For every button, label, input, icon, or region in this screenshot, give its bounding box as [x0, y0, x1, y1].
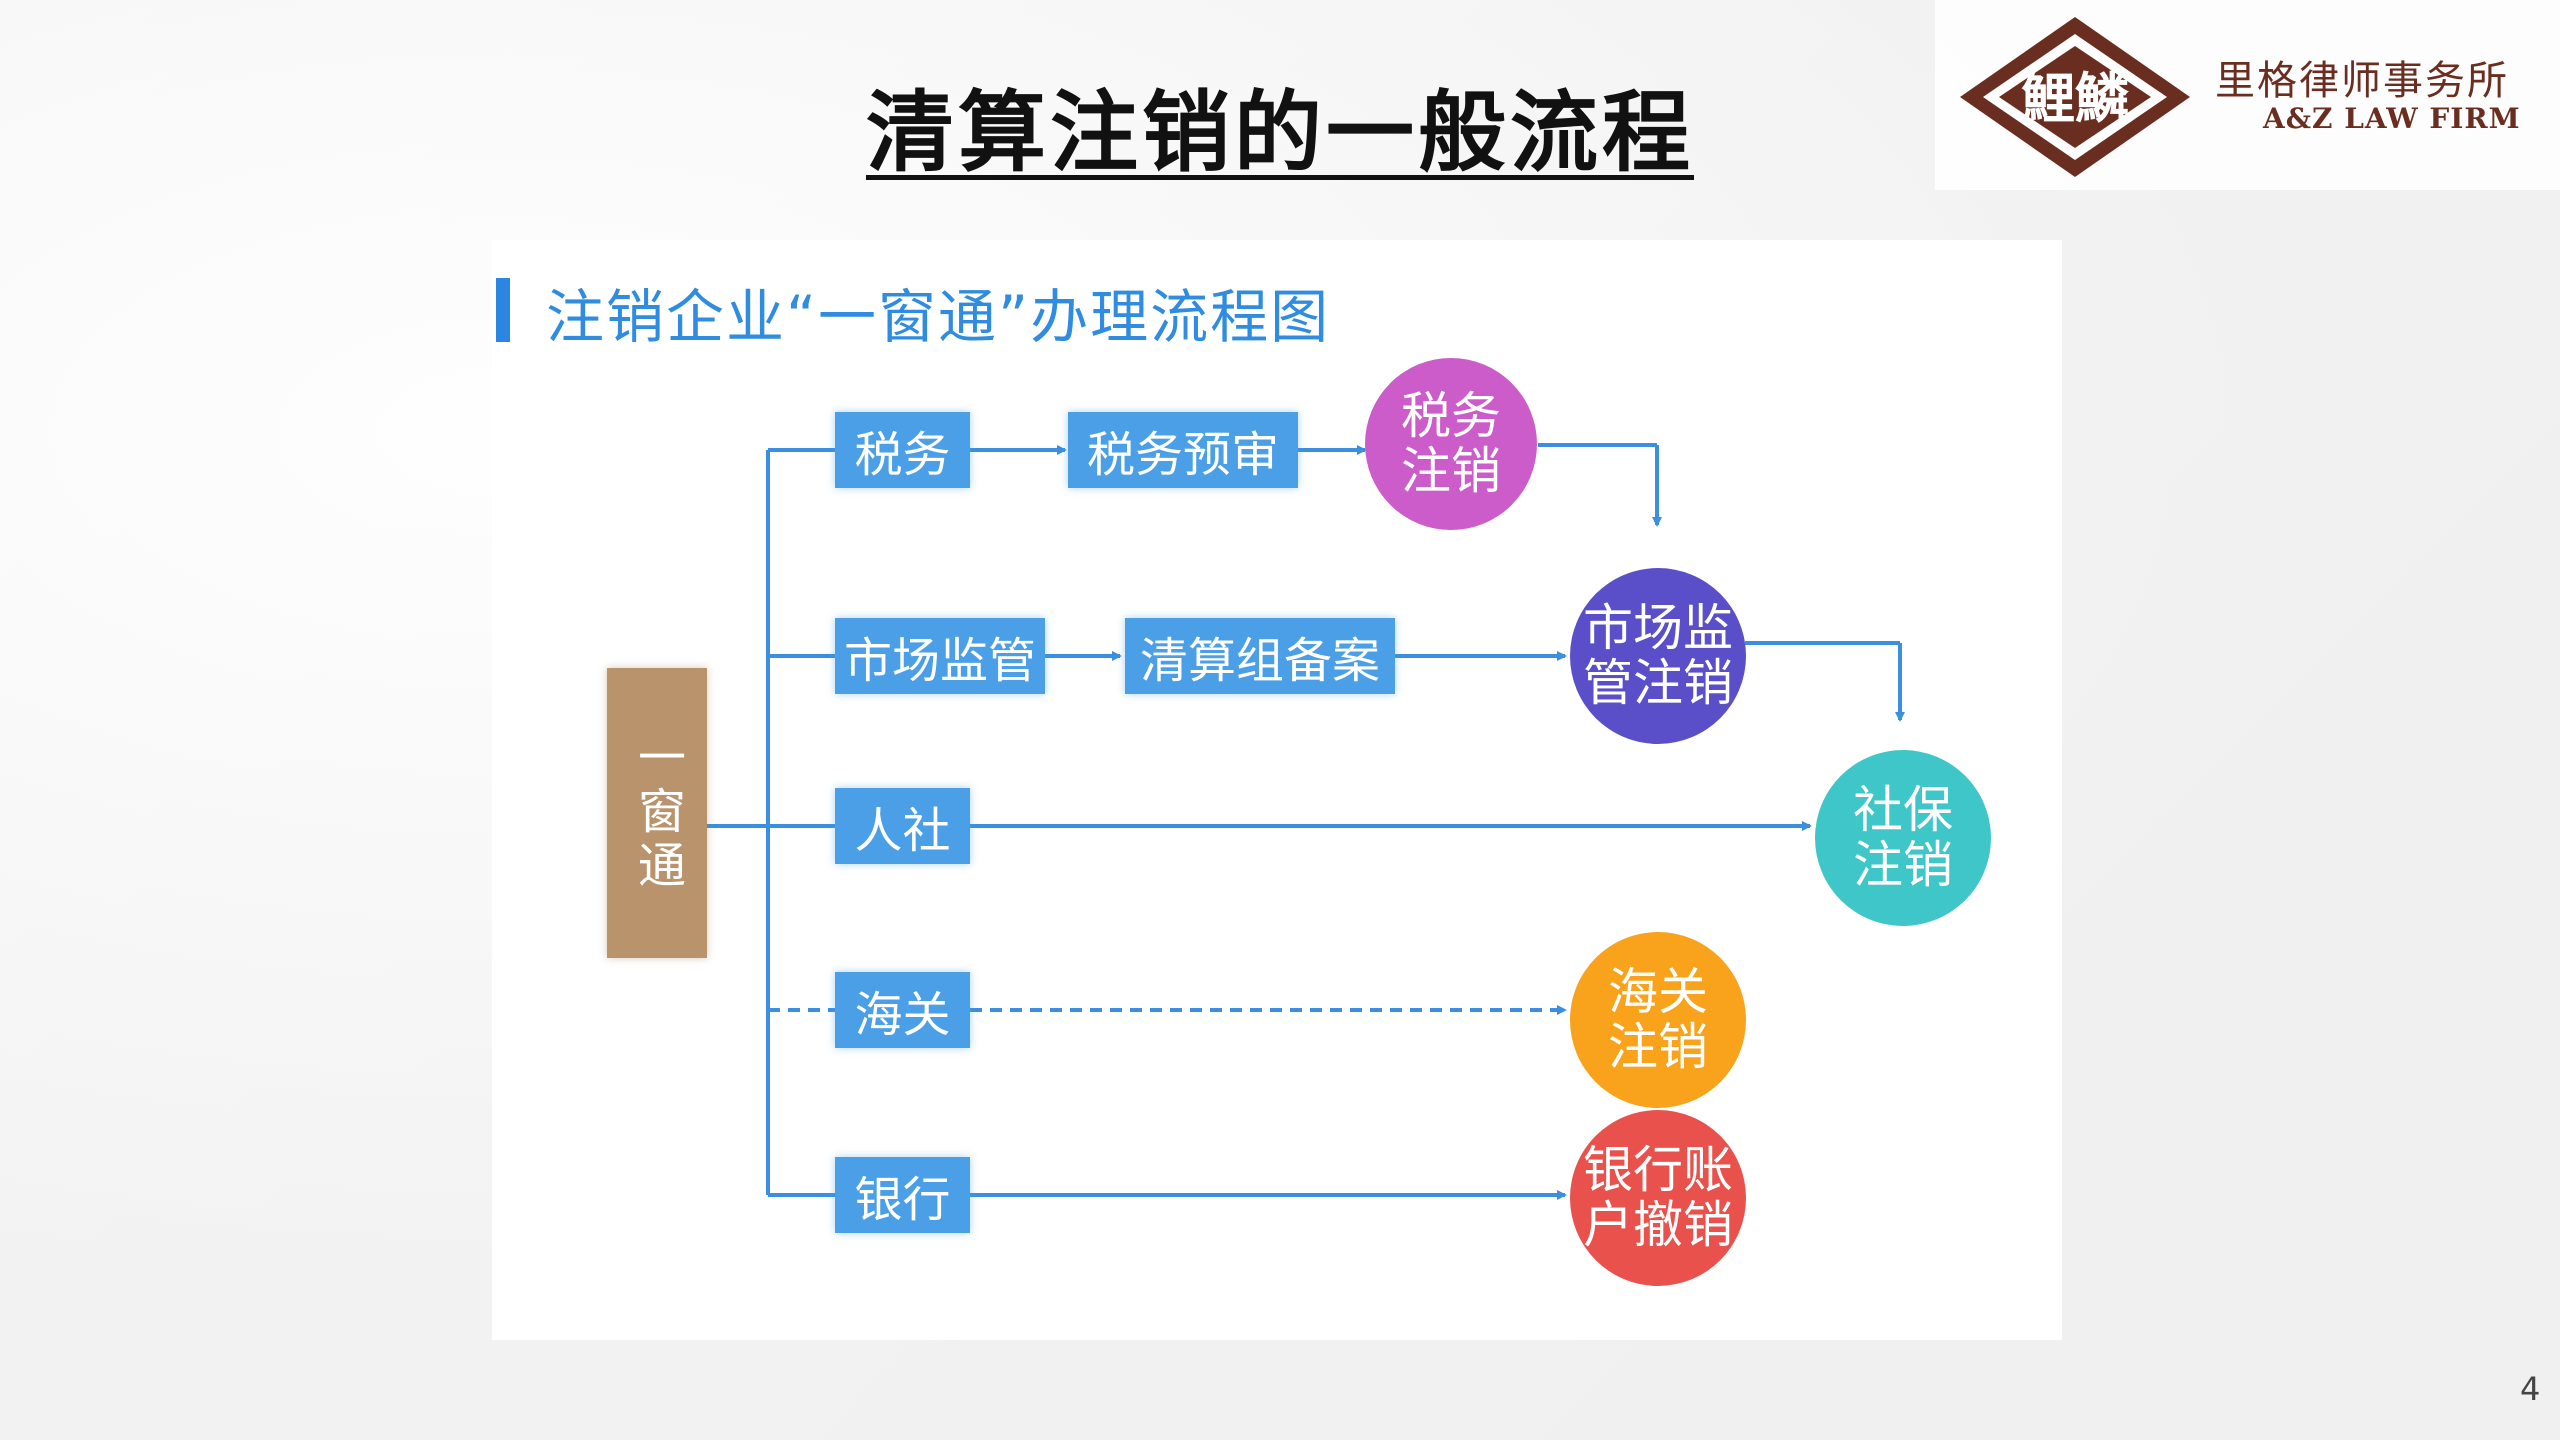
firm-seal-icon: 鯉鱗	[1960, 17, 2190, 177]
circle-tax-cancel: 税务 注销	[1365, 358, 1537, 530]
box-tax-precheck: 税务预审	[1068, 412, 1298, 488]
box-bank: 银行	[835, 1157, 970, 1233]
diagram-heading: 注销企业“一窗通”办理流程图	[546, 283, 1331, 351]
box-customs: 海关	[835, 972, 970, 1048]
firm-name-en: A&Z LAW FIRM	[2263, 102, 2521, 135]
page-number: 4	[2520, 1370, 2541, 1408]
slide-title: 清算注销的一般流程	[865, 81, 1694, 184]
circle-market-cancel: 市场监 管注销	[1570, 568, 1746, 744]
heading-accent-bar	[496, 278, 510, 342]
law-firm-logo: 鯉鱗 里格律师事务所 A&Z LAW FIRM	[1935, 0, 2560, 190]
circle-customs-cancel: 海关 注销	[1570, 932, 1746, 1108]
box-market-supervision: 市场监管	[835, 618, 1045, 694]
firm-name-cn: 里格律师事务所	[2215, 58, 2509, 104]
box-hr-social: 人社	[835, 788, 970, 864]
circle-social-cancel: 社保 注销	[1815, 750, 1991, 926]
box-tax: 税务	[835, 412, 970, 488]
box-liquidation-filing: 清算组备案	[1125, 618, 1395, 694]
circle-bank-cancel: 银行账 户撤销	[1570, 1110, 1746, 1286]
seal-text: 鯉鱗	[2021, 66, 2129, 130]
one-window-start: 一窗通	[607, 668, 707, 958]
